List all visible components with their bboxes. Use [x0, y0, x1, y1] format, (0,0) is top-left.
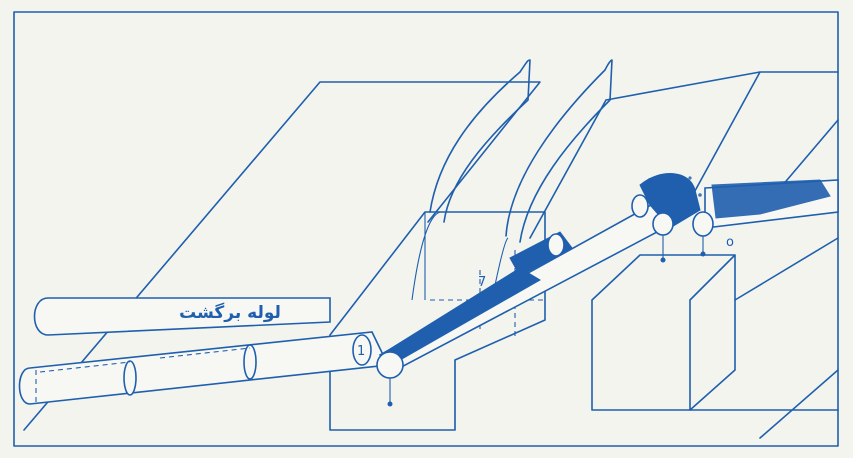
- lower-tube-cut-1: [123, 360, 137, 396]
- exit-roller: [692, 211, 714, 237]
- lower-tube: [18, 331, 390, 405]
- roller-top-pin: [660, 257, 666, 263]
- return-tube: [33, 297, 331, 336]
- return-tube-label: لوله برگشت: [179, 302, 281, 323]
- central-block: [329, 211, 546, 431]
- back-plane: [23, 81, 541, 431]
- conveyor-mass-specks: [648, 176, 702, 197]
- lower-tube-hidden: [35, 347, 251, 402]
- central-block-edge: [424, 212, 456, 430]
- roller-top: [652, 212, 674, 236]
- marker-one: 1: [357, 344, 365, 359]
- guide-plate-left-inner: [411, 211, 441, 301]
- lower-tube-end: [352, 334, 372, 366]
- exit-tube-mass: [711, 179, 831, 219]
- lower-tube-cut-2: [243, 344, 257, 380]
- guide-plate-right: [505, 59, 613, 243]
- marker-seven: 7: [478, 275, 486, 290]
- roller-bottom-pin: [387, 401, 393, 407]
- conveyor-mass-lower: [384, 267, 541, 361]
- roller-bottom: [376, 351, 404, 379]
- right-plane: [529, 71, 839, 239]
- right-block: [591, 254, 736, 411]
- right-floor-line: [689, 237, 839, 439]
- marker-o: o: [726, 235, 734, 250]
- roller-mid-2: [631, 194, 649, 218]
- exit-roller-pin: [700, 251, 706, 257]
- roller-mid: [547, 233, 565, 257]
- frame-border: [13, 11, 839, 447]
- guide-plate-left: [429, 59, 531, 223]
